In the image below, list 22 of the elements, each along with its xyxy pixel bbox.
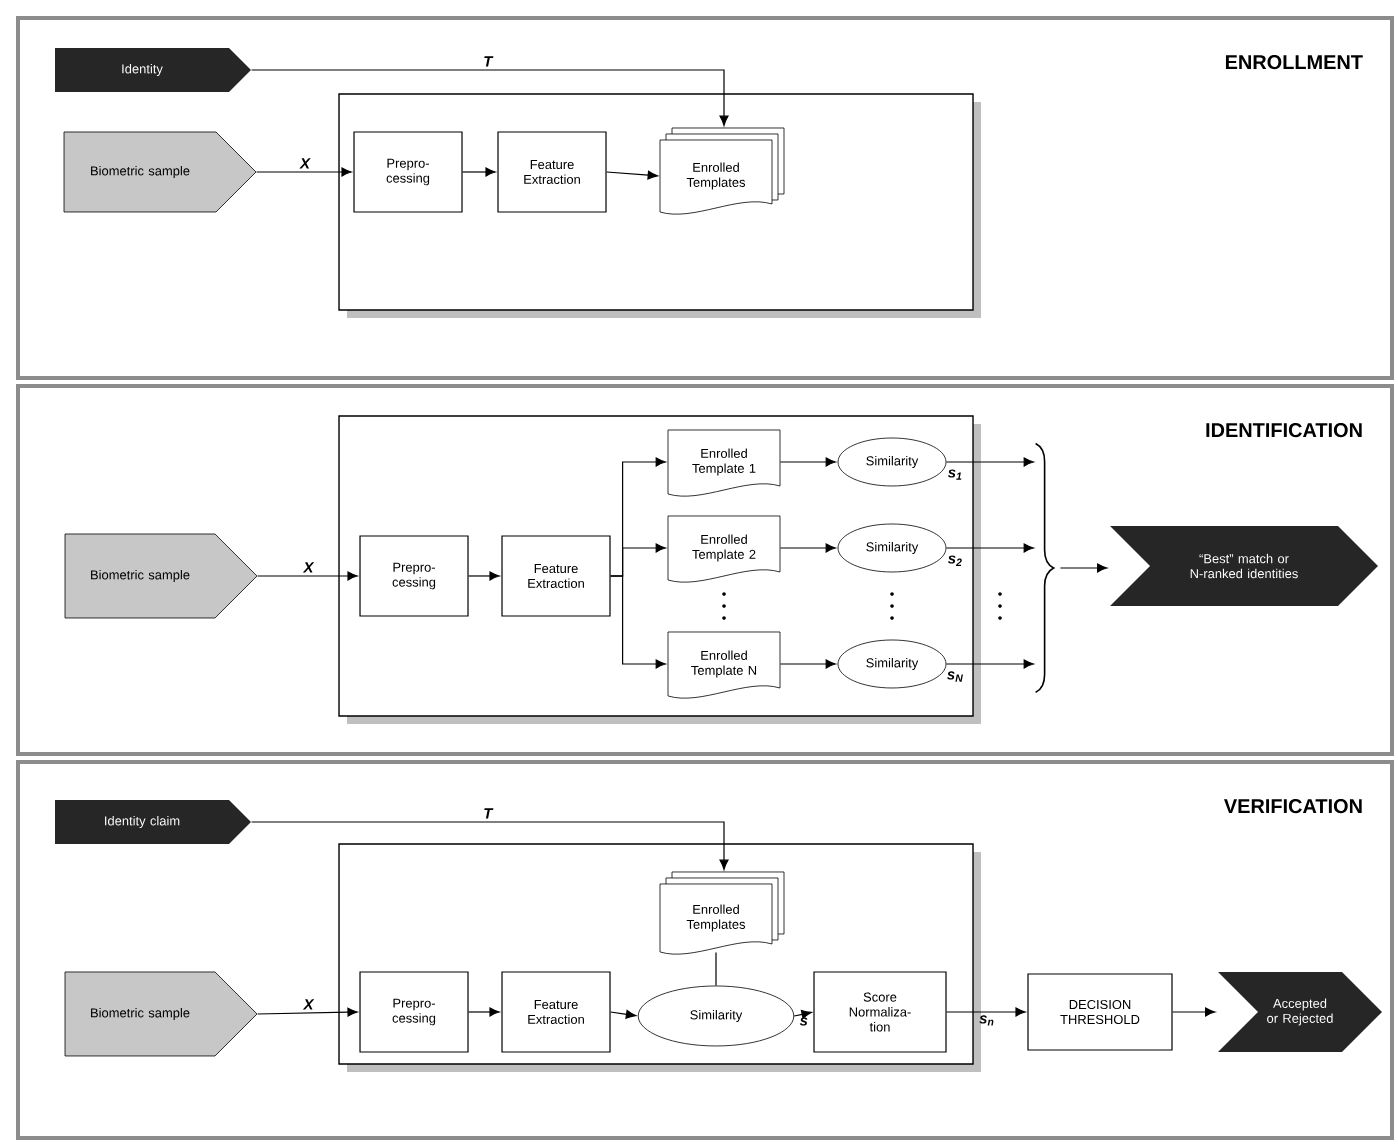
arrow — [256, 571, 358, 581]
arrow — [610, 1009, 637, 1019]
arrow — [1059, 563, 1108, 573]
arrow — [1172, 1007, 1216, 1017]
arrow — [779, 457, 836, 467]
arrow — [945, 457, 1034, 467]
arrow — [779, 659, 836, 669]
arrow — [945, 659, 1034, 669]
brace — [1034, 442, 1055, 694]
arrow — [945, 543, 1034, 553]
arrow — [468, 571, 500, 581]
arrow — [946, 1007, 1026, 1017]
arrow — [256, 167, 352, 177]
arrow — [779, 543, 836, 553]
arrow — [610, 575, 666, 669]
arrow — [251, 69, 729, 126]
arrow — [606, 170, 658, 180]
arrow — [251, 821, 729, 870]
arrow — [793, 1009, 812, 1019]
arrow — [256, 1007, 358, 1017]
arrow — [468, 1007, 500, 1017]
arrow — [462, 167, 496, 177]
